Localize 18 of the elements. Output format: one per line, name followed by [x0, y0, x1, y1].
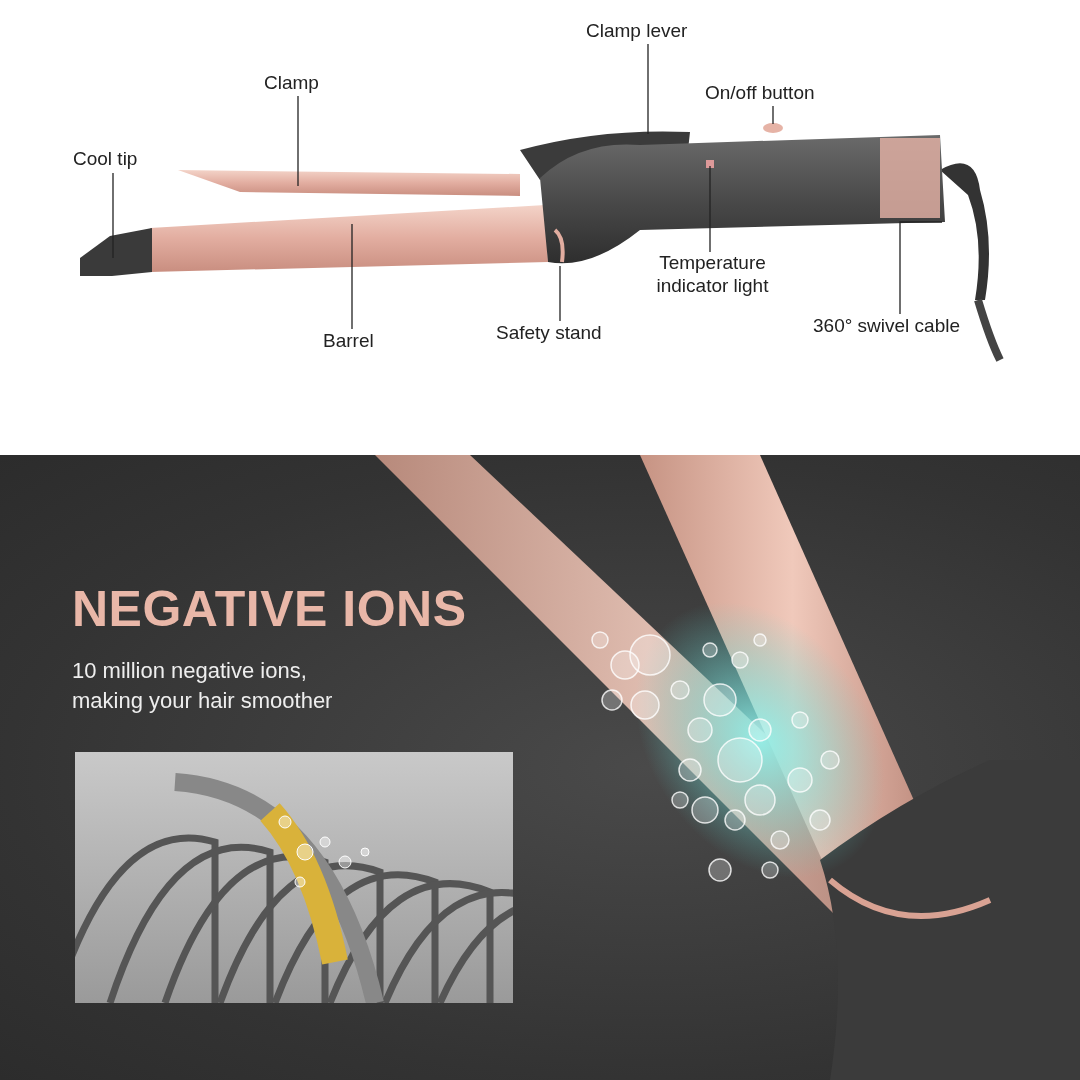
leader-line: [351, 223, 353, 330]
part-label: Safety stand: [496, 322, 602, 345]
part-label: 360° swivel cable: [813, 315, 960, 338]
heading: NEGATIVE IONS: [72, 580, 467, 638]
leader-line: [297, 95, 299, 187]
leader-line: [112, 172, 114, 259]
part-label: Cool tip: [73, 148, 138, 171]
leader-line: [709, 165, 711, 253]
subtitle: 10 million negative ions, making your hair smoother: [72, 657, 334, 715]
part-label: On/off button: [705, 82, 815, 105]
leader-line: [647, 43, 649, 135]
part-label: Clamp lever: [586, 20, 688, 43]
leader-line: [772, 105, 774, 125]
part-label: Clamp: [264, 72, 319, 95]
part-label: Barrel: [323, 330, 374, 353]
part-label: Temperature indicator light: [640, 252, 785, 298]
leader-line: [559, 265, 561, 322]
leader-line: [899, 221, 943, 315]
